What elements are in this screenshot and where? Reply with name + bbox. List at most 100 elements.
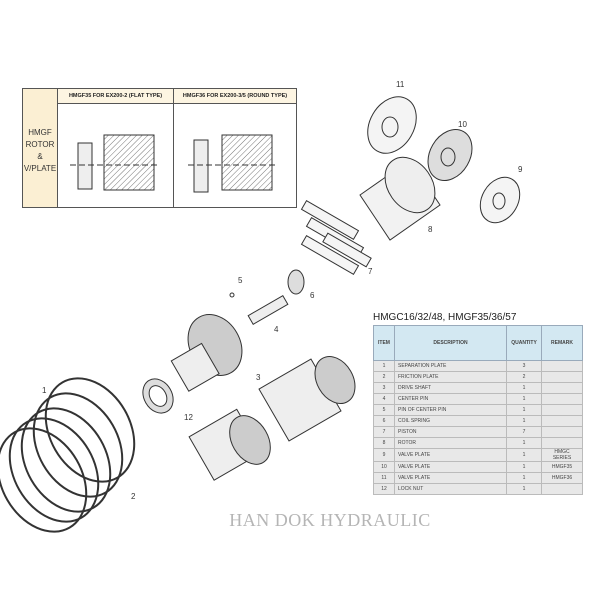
cell-item: 7 xyxy=(373,426,395,438)
side-label-line: V/PLATE xyxy=(23,164,57,173)
header-item: ITEM xyxy=(373,325,395,361)
cell-description: DRIVE SHAFT xyxy=(394,382,507,394)
assembled-shaft-view xyxy=(258,356,356,442)
cell-item: 11 xyxy=(373,472,395,484)
callout-4: 4 xyxy=(274,325,279,334)
center-pin-4 xyxy=(247,294,289,326)
cell-description: ROTOR xyxy=(394,437,507,449)
side-label-line: ROTOR xyxy=(25,140,55,149)
cell-description: FRICTION PLATE xyxy=(394,371,507,383)
cell-description: VALVE PLATE xyxy=(394,461,507,473)
cell-remark: HMGF36 xyxy=(541,472,583,484)
inset-side-label: HMGF ROTOR & V/PLATE xyxy=(23,89,58,207)
cell-quantity: 1 xyxy=(506,437,542,449)
inset-col-flat-type: HMGF35 FOR EX200-2 (FLAT TYPE) xyxy=(58,89,173,104)
callout-12: 12 xyxy=(184,413,193,422)
callout-11: 11 xyxy=(396,80,405,89)
valve-plate-9 xyxy=(479,176,521,224)
cell-quantity: 2 xyxy=(506,371,542,383)
inset-round-type-drawing xyxy=(188,134,278,193)
callout-10: 10 xyxy=(458,120,467,129)
drive-shaft-3 xyxy=(170,314,243,392)
valve-plate-10 xyxy=(427,129,473,181)
cell-remark xyxy=(541,393,583,405)
cell-remark xyxy=(541,483,583,495)
cell-item: 2 xyxy=(373,371,395,383)
cell-item: 4 xyxy=(373,393,395,405)
cell-remark xyxy=(541,437,583,449)
cell-remark xyxy=(541,415,583,427)
cell-quantity: 1 xyxy=(506,393,542,405)
cell-item: 9 xyxy=(373,448,395,462)
inset-divider xyxy=(173,89,174,207)
cell-item: 1 xyxy=(373,360,395,372)
callout-7: 7 xyxy=(368,267,373,276)
cell-description: PIN OF CENTER PIN xyxy=(394,404,507,416)
cell-remark xyxy=(541,426,583,438)
cell-description: CENTER PIN xyxy=(394,393,507,405)
side-label-line: HMGF xyxy=(28,128,52,137)
cell-item: 8 xyxy=(373,437,395,449)
cell-quantity: 1 xyxy=(506,461,542,473)
cell-quantity: 1 xyxy=(506,415,542,427)
valve-plate-11 xyxy=(367,96,417,154)
cell-description: SEPARATION PLATE xyxy=(394,360,507,372)
callout-6: 6 xyxy=(310,291,315,300)
center-pin-5 xyxy=(229,292,235,298)
watermark: HAN DOK HYDRAULIC xyxy=(229,510,431,530)
cell-quantity: 1 xyxy=(506,404,542,416)
header-description: DESCRIPTION xyxy=(394,325,507,361)
cell-quantity: 1 xyxy=(506,382,542,394)
callout-2: 2 xyxy=(131,492,136,501)
cell-description: PISTON xyxy=(394,426,507,438)
cell-remark xyxy=(541,382,583,394)
cell-remark xyxy=(541,360,583,372)
callout-5: 5 xyxy=(238,276,243,285)
pistons-7 xyxy=(300,199,372,276)
clutch-plates-1-2 xyxy=(0,377,136,533)
lock-nut-12 xyxy=(142,378,174,414)
callout-1: 1 xyxy=(42,386,47,395)
cell-description: COIL SPRING xyxy=(394,415,507,427)
rotor-8 xyxy=(359,156,441,241)
cell-item: 12 xyxy=(373,483,395,495)
parts-table-title: HMGC16/32/48, HMGF35/36/57 xyxy=(373,312,517,323)
assembled-rotor-view xyxy=(188,408,271,481)
cell-item: 5 xyxy=(373,404,395,416)
cell-item: 10 xyxy=(373,461,395,473)
cell-quantity: 1 xyxy=(506,483,542,495)
inset-flat-type-drawing xyxy=(70,134,160,191)
inset-col-round-type: HMGF36 FOR EX200-3/5 (ROUND TYPE) xyxy=(174,89,296,104)
cell-remark xyxy=(541,371,583,383)
cell-remark: HMGC SERIES xyxy=(541,448,583,462)
cell-description: VALVE PLATE xyxy=(394,448,507,462)
side-label-line: & xyxy=(37,152,43,161)
cell-quantity: 3 xyxy=(506,360,542,372)
callout-9: 9 xyxy=(518,165,523,174)
coil-spring-6 xyxy=(287,269,305,295)
callout-8: 8 xyxy=(428,225,433,234)
cell-item: 6 xyxy=(373,415,395,427)
header-remark: REMARK xyxy=(541,325,583,361)
cell-quantity: 1 xyxy=(506,472,542,484)
cell-quantity: 1 xyxy=(506,448,542,462)
cell-quantity: 7 xyxy=(506,426,542,438)
cell-description: LOCK NUT xyxy=(394,483,507,495)
cell-remark: HMGF35 xyxy=(541,461,583,473)
cell-description: VALVE PLATE xyxy=(394,472,507,484)
rotor-vplate-inset: HMGF ROTOR & V/PLATE HMGF35 FOR EX200-2 … xyxy=(22,88,297,208)
cell-item: 3 xyxy=(373,382,395,394)
